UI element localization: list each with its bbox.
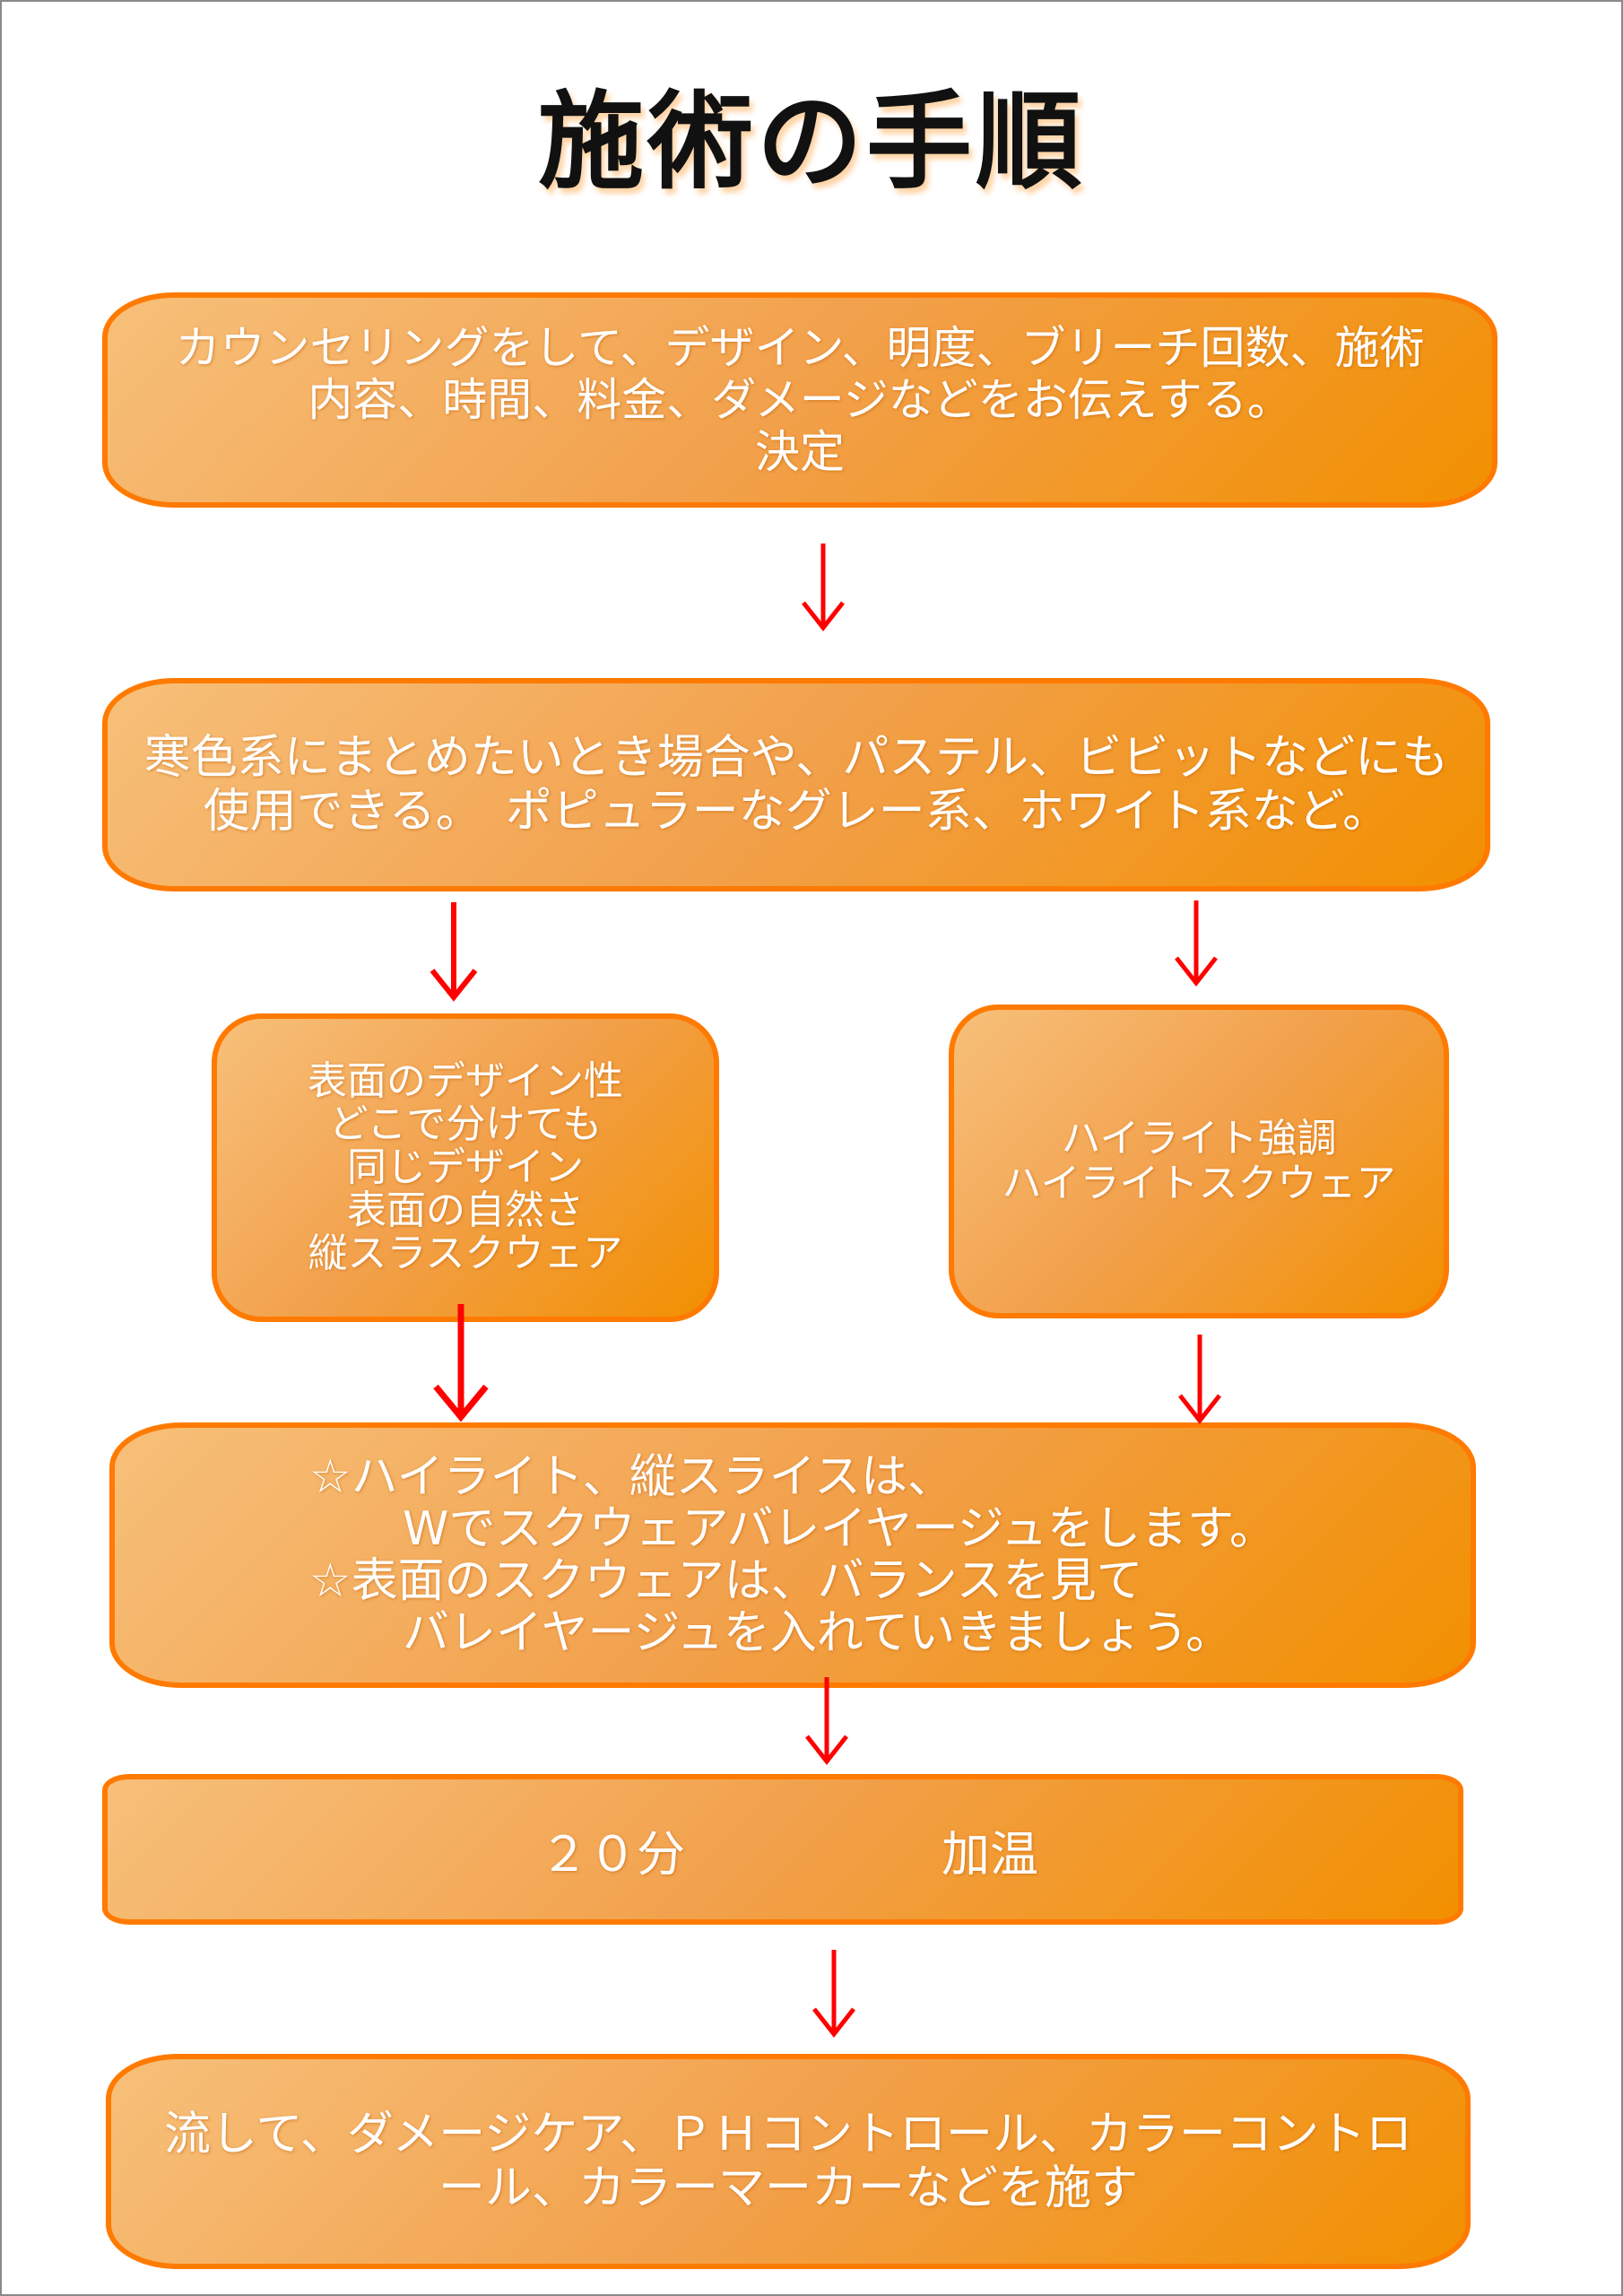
step-rinse-text: 流して、ダメージケア、ＰＨコントロール、カラーコントロ ール、カラーマーカーなど…	[163, 2108, 1413, 2215]
step-counseling-box: カウンセリングをして、デザイン、明度、ブリーチ回数、施術 内容、時間、料金、ダメ…	[102, 292, 1497, 508]
arrow-balayage-to-heating	[805, 1677, 848, 1766]
step-heating-time: ２０分	[540, 1825, 685, 1883]
step-highlight-text: ハイライト強調 ハイライトスクウェア	[1002, 1116, 1396, 1206]
arrow-cool-tone-to-surface	[430, 902, 478, 1002]
arrow-cool-tone-to-highlight	[1175, 900, 1218, 987]
step-cool-tone-box: 寒色系にまとめたいとき場合や、パステル、ビビットなどにも 使用できる。 ポピュラ…	[102, 678, 1490, 891]
step-heating-box: ２０分 加温	[102, 1774, 1463, 1925]
arrow-surface-to-balayage	[433, 1304, 489, 1422]
step-surface-design-box: 表面のデザイン性 どこで分けても 同じデザイン 表面の自然さ 縦スラスクウェア	[212, 1013, 719, 1322]
step-balayage-text: ☆ハイライト、縦スライスは、 Wでスクウェアバレイヤージュをします。 ☆表面のス…	[309, 1450, 1276, 1660]
step-heating-label: 加温	[942, 1825, 1038, 1883]
page-title: 施術の手順	[537, 80, 1085, 204]
arrow-heating-to-rinse	[812, 1950, 855, 2039]
arrow-highlight-to-balayage	[1178, 1335, 1221, 1425]
step-rinse-box: 流して、ダメージケア、ＰＨコントロール、カラーコントロ ール、カラーマーカーなど…	[106, 2054, 1471, 2269]
step-balayage-box: ☆ハイライト、縦スライスは、 Wでスクウェアバレイヤージュをします。 ☆表面のス…	[109, 1422, 1476, 1688]
step-surface-design-text: 表面のデザイン性 どこで分けても 同じデザイン 表面の自然さ 縦スラスクウェア	[308, 1058, 623, 1276]
step-highlight-box: ハイライト強調 ハイライトスクウェア	[949, 1004, 1449, 1318]
arrow-counseling-to-cool-tone	[802, 544, 845, 632]
step-counseling-text: カウンセリングをして、デザイン、明度、ブリーチ回数、施術 内容、時間、料金、ダメ…	[175, 322, 1425, 478]
step-cool-tone-text: 寒色系にまとめたいとき場合や、パステル、ビビットなどにも 使用できる。 ポピュラ…	[143, 731, 1449, 839]
